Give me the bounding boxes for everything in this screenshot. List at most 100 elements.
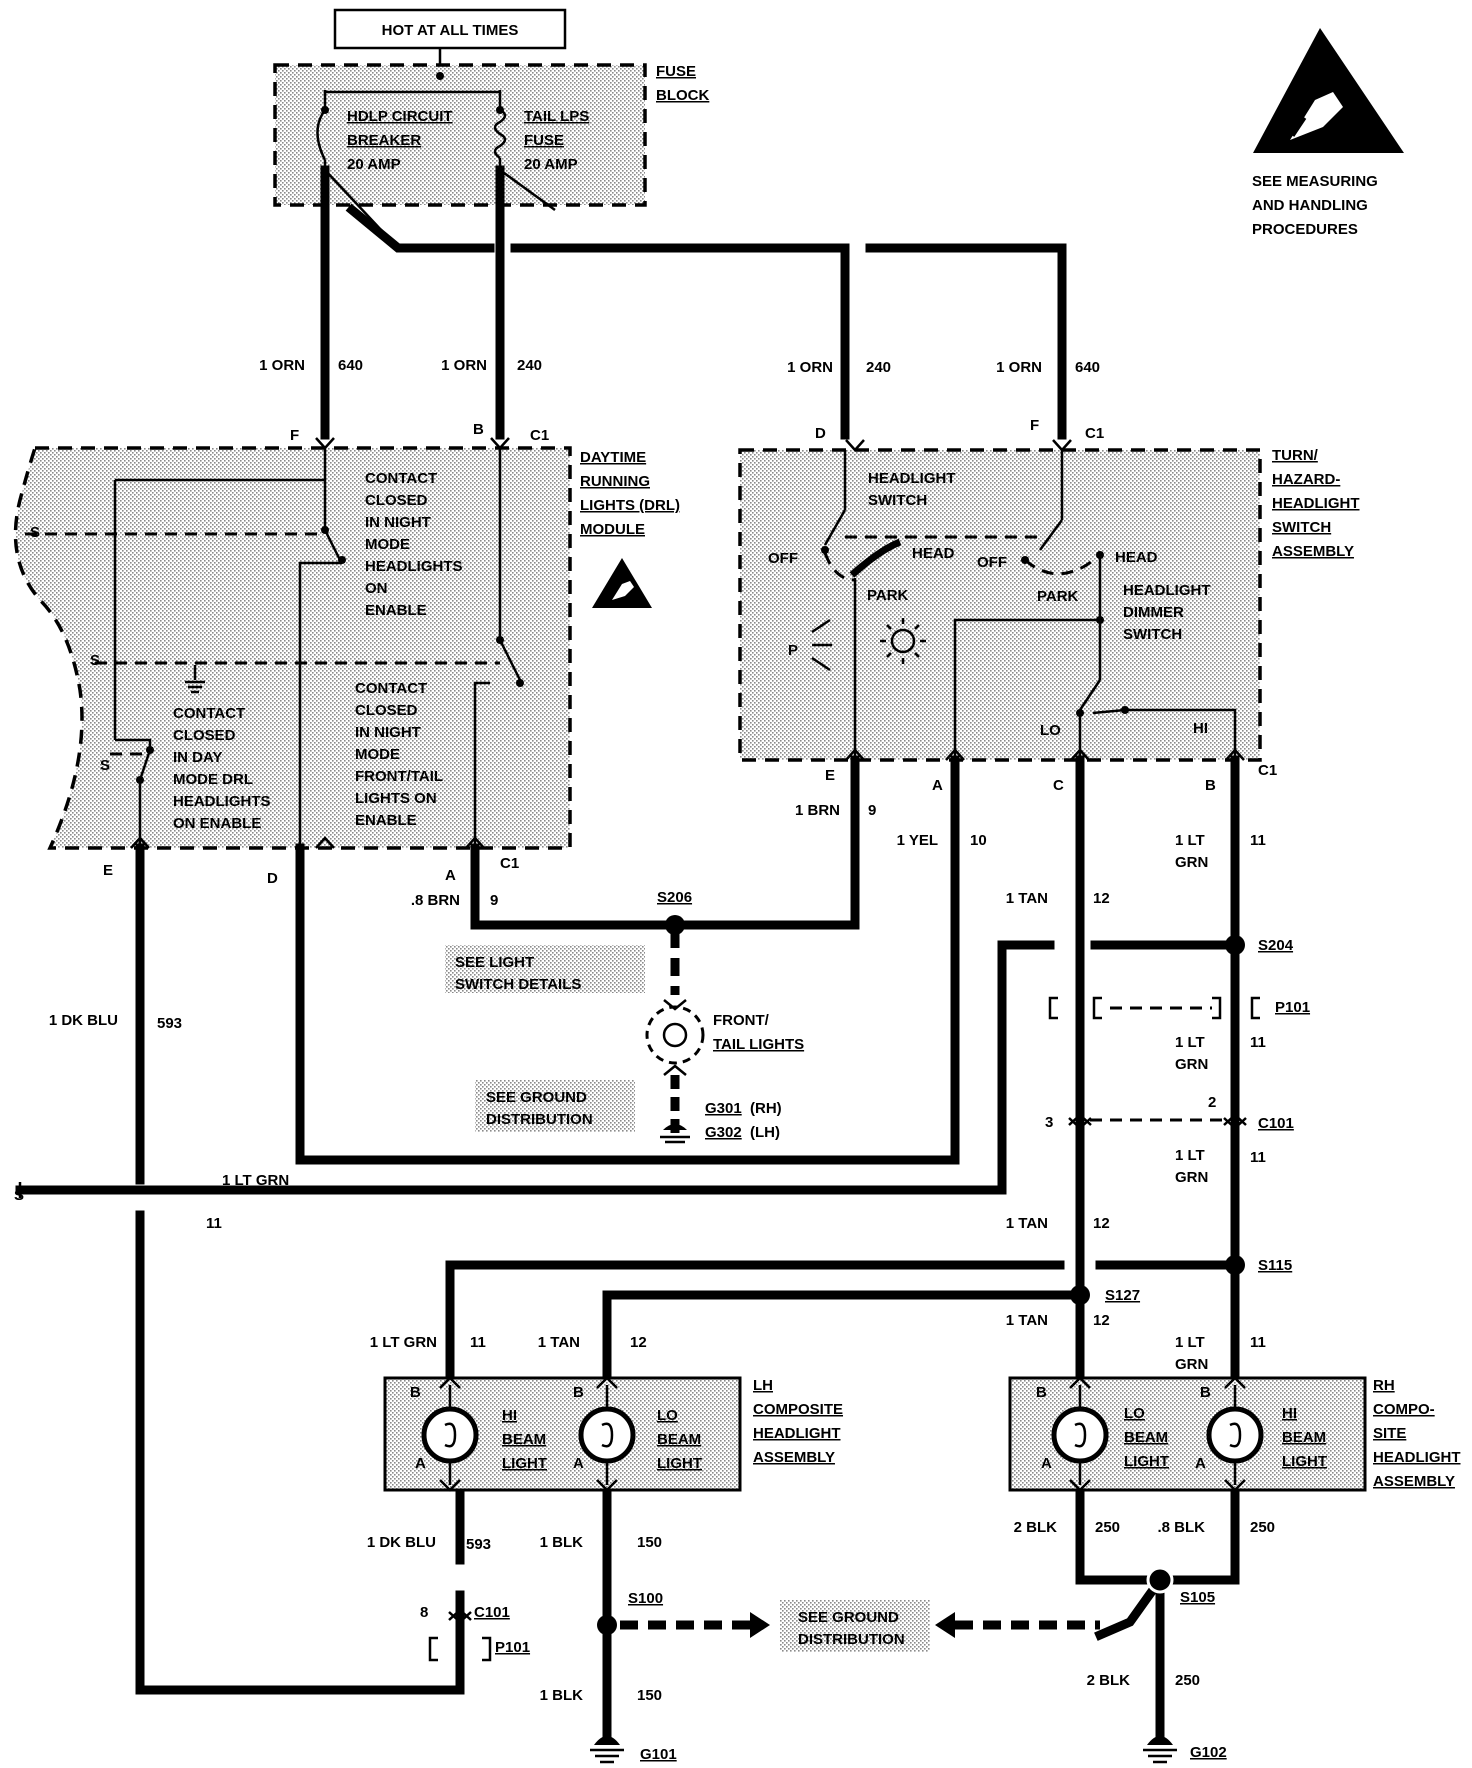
lh-hi-2: BEAM: [502, 1431, 546, 1448]
sw-pin-e: E: [825, 767, 835, 784]
g101-circuit: 150: [637, 1687, 662, 1704]
g102-circuit: 250: [1175, 1672, 1200, 1689]
s105-label: S105: [1180, 1589, 1215, 1606]
s105-splice: [1146, 1566, 1174, 1594]
sw-park-1: PARK: [867, 587, 909, 604]
break-s-left: S: [14, 1187, 24, 1204]
rh-headlight-assembly: [1008, 1376, 1367, 1492]
sw-pin-d: D: [815, 425, 826, 442]
drl-contact-c-2: CLOSED: [173, 727, 236, 744]
drl-pin-f: F: [290, 427, 299, 444]
sw-dimmer-3: SWITCH: [1123, 626, 1182, 643]
hot-at-all-times-label: HOT AT ALL TIMES: [382, 22, 519, 39]
pin-2: 2: [1208, 1094, 1216, 1111]
headlight-switch-assembly: P: [738, 439, 1262, 762]
w3-color: 1 ORN: [787, 359, 833, 376]
drl-pin-e: E: [103, 862, 113, 879]
drl-break-s3: S: [100, 757, 110, 774]
drl-contact-a-7: ENABLE: [365, 602, 427, 619]
brn8-color: .8 BRN: [411, 892, 460, 909]
front-tail-2: TAIL LIGHTS: [713, 1036, 804, 1053]
drl-conn-top: C1: [530, 427, 549, 444]
g101-ground-icon: [590, 1736, 624, 1764]
g301-label: G301: [705, 1100, 742, 1117]
sw-dimmer-1: HEADLIGHT: [1123, 582, 1211, 599]
ltgrn-3b: GRN: [1175, 1169, 1208, 1186]
c101-top-label: C101: [1258, 1115, 1294, 1132]
drl-esd-icon: [592, 558, 652, 608]
esd-warning-icon: [1253, 28, 1404, 153]
lh-title-1: LH: [753, 1377, 773, 1394]
rh-gnd-b-circuit: 250: [1250, 1519, 1275, 1536]
s127-splice: [1070, 1285, 1090, 1305]
drl-contact-c-5: HEADLIGHTS: [173, 793, 271, 810]
tan-color-3: 1 TAN: [1006, 1312, 1048, 1329]
ltgrn-circuit-3: 11: [1250, 1149, 1266, 1166]
drl-contact-b-7: ENABLE: [355, 812, 417, 829]
esd-text-1: SEE MEASURING: [1252, 173, 1378, 190]
lh-title-3: HEADLIGHT: [753, 1425, 841, 1442]
c101-bot-label: C101: [474, 1604, 510, 1621]
see-light-switch-note: SEE LIGHT SWITCH DETAILS: [445, 945, 645, 993]
headlamp-sun-icon: [880, 618, 926, 664]
rh-lo-beam-bulb-icon: [1051, 1406, 1109, 1464]
drl-module: S S S: [13, 437, 572, 850]
lh-pin-b2: B: [573, 1384, 584, 1401]
s127-label: S127: [1105, 1287, 1140, 1304]
lh-headlight-assembly: [383, 1376, 742, 1492]
drl-title-3: LIGHTS (DRL): [580, 497, 680, 514]
sw-title-4: SWITCH: [1272, 519, 1331, 536]
lh-pin-a1: A: [415, 1455, 426, 1472]
tan-color-1: 1 TAN: [1006, 890, 1048, 907]
drl-contact-a-1: CONTACT: [365, 470, 437, 487]
tan-circuit-1: 12: [1093, 890, 1110, 907]
sw-headlight-switch-1: HEADLIGHT: [868, 470, 956, 487]
drl-contact-a-5: HEADLIGHTS: [365, 558, 463, 575]
p101-bot-label: P101: [495, 1639, 530, 1656]
w4-circuit: 640: [1075, 359, 1100, 376]
rh-pin-b1: B: [1036, 1384, 1047, 1401]
s204-splice: [1225, 935, 1245, 955]
s100-splice: [597, 1615, 617, 1635]
s115-label: S115: [1258, 1257, 1292, 1274]
rh-hi-2: BEAM: [1282, 1429, 1326, 1446]
lh-hi-1: HI: [502, 1407, 517, 1424]
arrow-to-ground-note: [750, 1612, 770, 1638]
rh-lo-2: BEAM: [1124, 1429, 1168, 1446]
brn-circuit: 9: [868, 802, 876, 819]
w2-circuit: 240: [517, 357, 542, 374]
drl-contact-b-1: CONTACT: [355, 680, 427, 697]
lower-wires: [15, 755, 1240, 1740]
ltgrn-2b: GRN: [1175, 1056, 1208, 1073]
lh-title-2: COMPOSITE: [753, 1401, 843, 1418]
sw-title-5: ASSEMBLY: [1272, 543, 1354, 560]
drl-contact-b-2: CLOSED: [355, 702, 418, 719]
lh-lo-color: 1 TAN: [538, 1334, 580, 1351]
note-ground-1: SEE GROUND: [486, 1089, 587, 1106]
lh-gnd-a-circuit: 593: [466, 1536, 491, 1553]
rh-title-4: HEADLIGHT: [1373, 1449, 1461, 1466]
rh-hi-1: HI: [1282, 1405, 1297, 1422]
lh-hi-color: 1 LT GRN: [370, 1334, 437, 1351]
drl-title-4: MODULE: [580, 521, 645, 538]
rh-title-5: ASSEMBLY: [1373, 1473, 1455, 1490]
note-ground-2: DISTRIBUTION: [486, 1111, 593, 1128]
g301-side: (RH): [750, 1100, 782, 1117]
lh-hi-beam-bulb-icon: [421, 1406, 479, 1464]
lh-hi-circuit: 11: [470, 1334, 486, 1351]
tan-color-2: 1 TAN: [1006, 1215, 1048, 1232]
sw-off-2: OFF: [977, 554, 1007, 571]
rh-pin-a1: A: [1041, 1455, 1052, 1472]
sw-title-1: TURN/: [1272, 447, 1319, 464]
front-tail-1: FRONT/: [713, 1012, 770, 1029]
rh-gnd-b-color: .8 BLK: [1157, 1519, 1205, 1536]
drl-contact-c-4: MODE DRL: [173, 771, 253, 788]
drl-pin-b: B: [473, 421, 484, 438]
yel-circuit: 10: [970, 832, 987, 849]
lh-gnd-b-circuit: 150: [637, 1534, 662, 1551]
sw-head-1: HEAD: [912, 545, 955, 562]
ltgrn-circuit-1: 11: [1250, 832, 1266, 849]
ltgrn-4a: 1 LT: [1175, 1334, 1205, 1351]
ltgrn-1b: GRN: [1175, 854, 1208, 871]
drl-contact-a-6: ON: [365, 580, 388, 597]
